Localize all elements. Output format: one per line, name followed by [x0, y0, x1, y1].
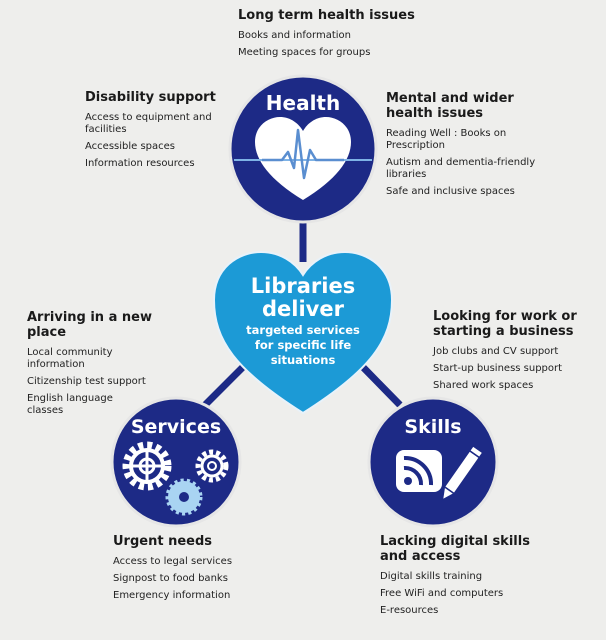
- health-circle: Health: [228, 74, 378, 224]
- heartbeat-heart-icon: [234, 117, 372, 200]
- list-item: Start-up business support: [433, 363, 563, 374]
- long-term-health-section: Long term health issues Books and inform…: [238, 8, 458, 64]
- skills-circle: Skills: [367, 396, 499, 528]
- hub-title-line1: Libraries: [251, 274, 355, 298]
- list-item: Digital skills training: [380, 571, 483, 582]
- list-item: Shared work spaces: [433, 380, 534, 391]
- hub-heart: Libraries deliver targeted services for …: [212, 250, 394, 415]
- disability-heading: Disability support: [85, 90, 216, 105]
- long-term-heading: Long term health issues: [238, 8, 415, 23]
- list-item: Accessible spaces: [85, 141, 176, 152]
- hub-sub-line3: situations: [271, 353, 336, 367]
- skills-title: Skills: [404, 416, 461, 438]
- hub-sub-line2: for specific life: [255, 338, 351, 352]
- list-item: Citizenship test support: [27, 376, 146, 387]
- list-item: Access to legal services: [113, 556, 233, 567]
- urgent-needs-section: Urgent needs Access to legal services Si…: [113, 534, 283, 607]
- mental-heading: Mental and wider health issues: [386, 91, 514, 121]
- list-item: Local community information: [27, 347, 113, 370]
- list-item: Emergency information: [113, 590, 231, 601]
- arriving-heading: Arriving in a new place: [27, 310, 152, 340]
- digital-heading: Lacking digital skills and access: [380, 534, 530, 564]
- services-circle: Services: [110, 396, 242, 528]
- arriving-section: Arriving in a new place Local community …: [27, 310, 152, 422]
- work-business-section: Looking for work or starting a business …: [433, 309, 593, 397]
- list-item: Access to equipment and facilities: [85, 112, 212, 135]
- list-item: Meeting spaces for groups: [238, 47, 371, 58]
- hub-title-line2: deliver: [262, 297, 345, 321]
- services-title: Services: [131, 416, 221, 438]
- digital-skills-section: Lacking digital skills and access Digita…: [380, 534, 530, 622]
- list-item: English language classes: [27, 393, 113, 416]
- hub-sub-line1: targeted services: [246, 323, 360, 337]
- gears-icon: [122, 441, 229, 516]
- list-item: Books and information: [238, 30, 351, 41]
- list-item: Information resources: [85, 158, 195, 169]
- list-item: Job clubs and CV support: [433, 346, 559, 357]
- list-item: E-resources: [380, 605, 439, 616]
- mental-health-section: Mental and wider health issues Reading W…: [386, 91, 536, 203]
- list-item: Signpost to food banks: [113, 573, 228, 584]
- urgent-heading: Urgent needs: [113, 534, 213, 549]
- list-item: Safe and inclusive spaces: [386, 186, 515, 197]
- list-item: Free WiFi and computers: [380, 588, 504, 599]
- list-item: Autism and dementia-friendly libraries: [386, 157, 536, 180]
- list-item: Reading Well : Books on Prescription: [386, 128, 507, 151]
- work-heading: Looking for work or starting a business: [433, 309, 577, 339]
- disability-support-section: Disability support Access to equipment a…: [85, 90, 225, 175]
- rss-pen-icon: [396, 444, 484, 502]
- health-title: Health: [266, 91, 340, 115]
